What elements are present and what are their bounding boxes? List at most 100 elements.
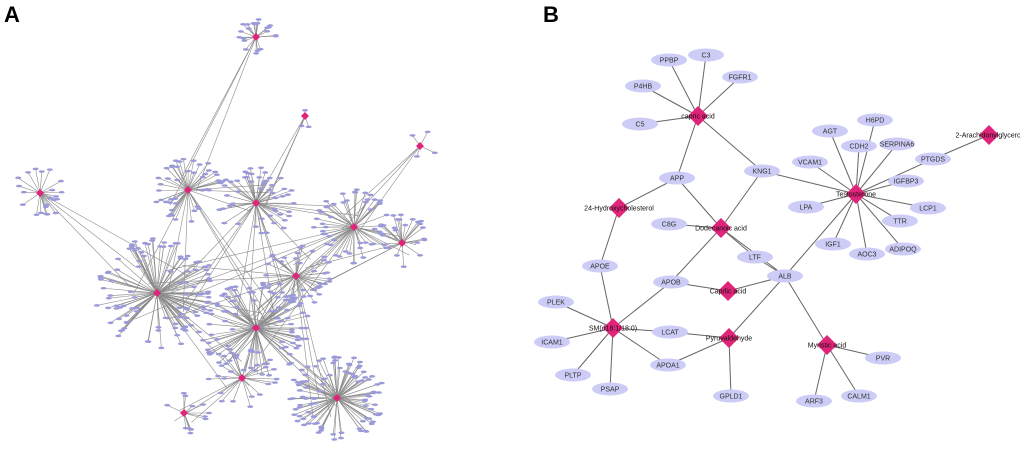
gene-node-apoe[interactable]: APOE [582,259,618,273]
compound-node-pyruvaldehyde[interactable]: Pyruvaldehyde [706,328,752,348]
gene-node-p4hb[interactable]: P4HB [625,79,661,93]
edge [156,292,209,303]
edge [156,271,188,294]
gene-node [362,376,369,379]
edge [187,189,270,328]
gene-node [297,246,304,249]
gene-node [308,402,315,406]
edge [183,159,189,191]
compound-diamond [609,198,629,218]
gene-label: APOA1 [656,362,679,369]
edge-capric-acid-c3 [697,54,707,117]
gene-node-pvr[interactable]: PVR [865,351,901,365]
gene-node-lcat[interactable]: LCAT [652,325,688,339]
edge [211,327,257,336]
gene-node-arf3[interactable]: ARF3 [796,394,832,408]
edge [336,365,361,399]
gene-node [360,370,367,374]
gene-label: IGFBP3 [894,178,919,185]
compound-node-2-arachidonylglycerol[interactable]: 2-Arachidonylglycerol [956,125,1020,145]
gene-node-aoc3[interactable]: AOC3 [849,247,885,261]
gene-node [331,238,338,242]
gene-node-gpld1[interactable]: GPLD1 [713,389,749,403]
gene-node [351,376,358,379]
edge [255,327,298,341]
compound-diamond [979,125,999,145]
gene-node [323,199,330,203]
edge [295,259,325,277]
gene-node-plek[interactable]: PLEK [538,295,574,309]
gene-node [261,362,268,366]
gene-node-h6pd[interactable]: H6PD [857,113,893,127]
compound-node-sm-d18-1-18-0[interactable]: SM(d18:1/18:0) [589,318,637,338]
edge [255,202,285,221]
gene-node-app[interactable]: APP [659,171,695,185]
gene-node-lcp1[interactable]: LCP1 [910,201,946,215]
gene-node [272,309,279,313]
edge [336,397,376,415]
gene-node [155,189,162,192]
edge [343,202,355,228]
edge [182,202,257,319]
gene-node-vcam1[interactable]: VCAM1 [792,155,828,169]
gene-node-igf1[interactable]: IGF1 [815,237,851,251]
gene-node-adipoq[interactable]: ADIPOQ [885,242,921,256]
gene-node [124,321,131,325]
gene-node [285,210,292,213]
gene-node-apoa1[interactable]: APOA1 [650,358,686,372]
gene-node [356,364,363,368]
compound-node-24-hydroxycholesterol[interactable]: 24-Hydroxycholesterol [584,198,654,218]
gene-node [199,292,206,296]
gene-node-lpa[interactable]: LPA [788,200,824,214]
gene-node-agt[interactable]: AGT [812,124,848,138]
gene-node [276,282,283,286]
gene-node-icam1[interactable]: ICAM1 [534,335,570,349]
gene-node-pltp[interactable]: PLTP [555,368,591,382]
compound-node-myristic-acid[interactable]: Myristic acid [808,335,847,355]
gene-node [290,341,297,345]
gene-node-ttr[interactable]: TTR [882,214,918,228]
gene-node-serpina6[interactable]: SERPINA6 [879,137,915,151]
gene-node [205,411,212,415]
gene-node [183,306,190,310]
gene-node-c5[interactable]: C5 [622,117,658,131]
gene-node-alb[interactable]: ALB [767,269,803,283]
edge [316,218,355,228]
gene-node [356,360,363,364]
gene-node-c8g[interactable]: C8G [651,217,687,231]
edge-testosterone-igf1 [832,193,857,245]
edge [241,377,253,397]
gene-node-c3[interactable]: C3 [688,48,724,62]
gene-node [311,422,318,426]
gene-node-calm1[interactable]: CALM1 [841,389,877,403]
gene-node [177,315,184,319]
gene-node-ltf[interactable]: LTF [737,250,773,264]
edge [353,226,361,249]
gene-node [177,255,184,258]
edge [244,177,257,204]
gene-node-kng1[interactable]: KNG1 [744,164,780,178]
compound-node-capric-acid[interactable]: capric acid [681,106,715,126]
edge [336,397,366,401]
gene-node-apob[interactable]: APOB [653,275,689,289]
compound-node-dodecanoic-acid[interactable]: Dodecanoic acid [695,218,747,238]
gene-node-cdh2[interactable]: CDH2 [841,139,877,153]
gene-node [185,169,192,173]
gene-node [264,286,271,289]
gene-node [266,282,273,286]
gene-node [188,428,195,431]
gene-node [232,312,239,316]
compound-node-caprlic-acid[interactable]: Caprlic acid [710,281,747,301]
gene-node-psap[interactable]: PSAP [592,382,628,396]
gene-node-ppbp[interactable]: PPBP [651,53,687,67]
gene-node [253,51,260,55]
gene-node-ptgds[interactable]: PTGDS [915,152,951,166]
gene-node-igfbp3[interactable]: IGFBP3 [888,174,924,188]
gene-node [279,291,286,294]
gene-node-fgfr1[interactable]: FGFR1 [722,70,758,84]
edge [332,362,338,399]
gene-node [202,172,209,176]
edge [314,397,338,424]
compound-node-testosterone[interactable]: Testosterone [836,184,876,204]
